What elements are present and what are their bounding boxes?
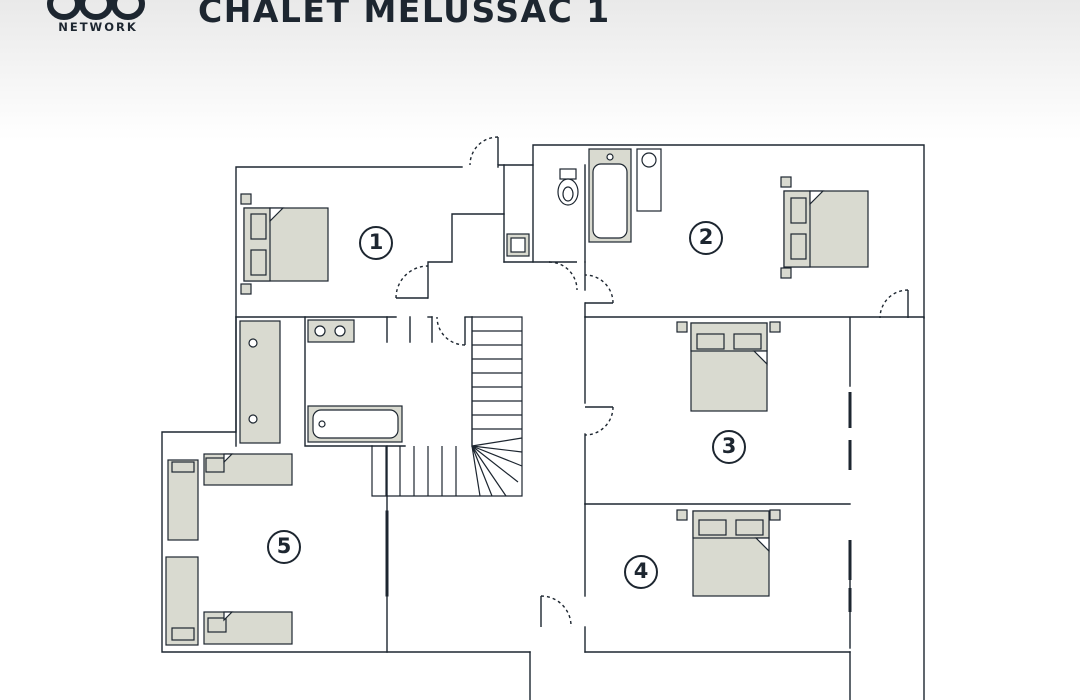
- room-label-4[interactable]: 4: [624, 555, 658, 589]
- double-bed-icon: [780, 176, 869, 279]
- room-label-5[interactable]: 5: [267, 530, 301, 564]
- washbasin-icon: [506, 233, 530, 257]
- washbasin-icon: [636, 148, 662, 212]
- brand-name: NETWORK: [58, 20, 138, 34]
- single-bed-icon: [203, 453, 293, 486]
- toilet-icon: [557, 168, 579, 206]
- door-icon: [436, 316, 466, 346]
- window-marks: [385, 392, 852, 612]
- staircase-icon: [371, 316, 523, 497]
- overlapping-rings-logo-icon: [47, 0, 145, 20]
- bathtub-icon: [588, 148, 632, 243]
- vanity-counter-icon: [239, 320, 281, 444]
- door-icon: [584, 406, 614, 436]
- door-icon: [879, 289, 909, 319]
- single-bed-icon: [167, 459, 199, 541]
- room-label-1[interactable]: 1: [359, 226, 393, 260]
- room-label-2[interactable]: 2: [689, 221, 723, 255]
- double-bed-icon: [676, 321, 781, 412]
- door-icon: [395, 265, 429, 299]
- outer-wall: [497, 144, 925, 319]
- doors: [395, 136, 909, 628]
- door-icon: [540, 595, 572, 628]
- double-washbasin-icon: [307, 319, 355, 343]
- page-title: CHALET MELUSSAC 1: [198, 0, 611, 30]
- outer-wall: [161, 166, 531, 653]
- fixtures: [165, 148, 869, 646]
- door-icon: [548, 261, 578, 291]
- room-label-3[interactable]: 3: [712, 430, 746, 464]
- door-icon: [469, 136, 499, 166]
- single-bed-icon: [165, 556, 199, 646]
- single-bed-icon: [203, 611, 293, 645]
- brand-logo[interactable]: NETWORK: [44, 0, 148, 50]
- header: NETWORK CHALET MELUSSAC 1: [0, 0, 1080, 60]
- bathtub-icon: [307, 405, 403, 443]
- door-icon: [584, 274, 614, 304]
- double-bed-icon: [676, 509, 781, 597]
- double-bed-icon: [240, 193, 329, 295]
